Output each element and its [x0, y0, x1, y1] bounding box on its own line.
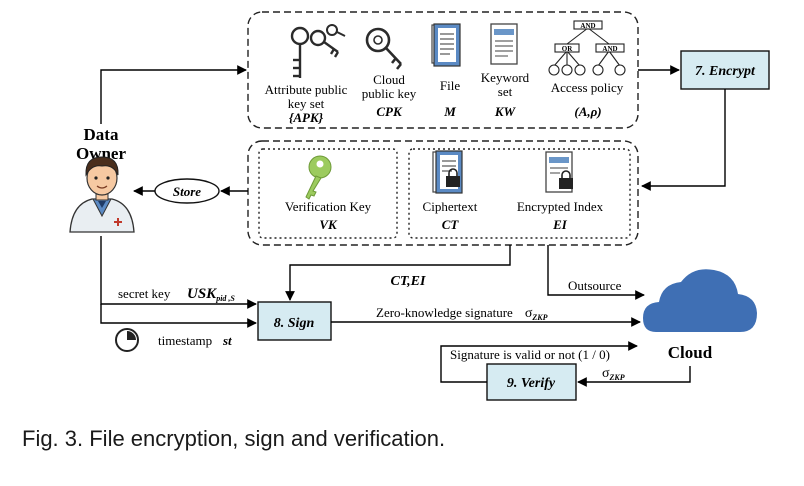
figure-caption: Fig. 3. File encryption, sign and verifi… — [22, 426, 446, 451]
policy-and-node: AND — [602, 45, 617, 53]
secret-key-label: secret key — [118, 286, 171, 301]
cloud-label: Cloud — [668, 343, 713, 362]
ciphertext-icon — [432, 150, 463, 194]
cloud-key-icon — [365, 27, 403, 70]
cloud-icon — [643, 269, 757, 332]
attribute-key-icon — [290, 24, 346, 78]
ciphertext-label: Ciphertext — [423, 199, 478, 214]
validity-label: Signature is valid or not (1 / 0) — [450, 347, 610, 362]
ct-ei-label: CT,EI — [391, 274, 426, 289]
keyword-label-1: Keyword — [481, 70, 530, 85]
ciphertext-symbol: CT — [442, 217, 460, 232]
policy-label: Access policy — [551, 80, 624, 95]
attr-key-symbol: {APK} — [289, 110, 324, 125]
doctor-avatar-icon — [69, 156, 135, 233]
attr-key-label-1: Attribute public — [265, 82, 348, 97]
file-symbol: M — [443, 104, 456, 119]
keyword-symbol: KW — [494, 104, 517, 119]
keyword-label-2: set — [498, 84, 513, 99]
verification-key-symbol: VK — [319, 217, 338, 232]
keyword-document-icon — [490, 23, 518, 65]
data-owner-label-2: Owner — [76, 144, 127, 163]
encrypt-label: 7. Encrypt — [695, 64, 756, 79]
cloud-key-label-2: public key — [362, 86, 417, 101]
secret-key-symbol: USKpid ,S — [187, 286, 235, 303]
policy-or-node: OR — [562, 45, 573, 53]
data-owner-label-1: Data — [84, 125, 119, 144]
store-label: Store — [173, 184, 201, 199]
sign-process-box[interactable] — [257, 301, 332, 341]
timestamp-label: timestamp — [158, 333, 212, 348]
cloud-key-label-1: Cloud — [373, 72, 405, 87]
cipher-subgroup — [408, 148, 631, 239]
arrow-ctei-to-sign — [285, 245, 511, 301]
file-label: File — [440, 78, 460, 93]
policy-symbol: (A,ρ) — [574, 104, 601, 119]
file-icon — [431, 23, 461, 67]
encrypted-index-symbol: EI — [552, 217, 568, 232]
timestamp-symbol: st — [222, 333, 232, 348]
arrow-timestamp — [100, 304, 257, 328]
arrow-owner-to-params — [100, 65, 247, 124]
clock-icon — [115, 328, 139, 352]
attr-key-label-2: key set — [288, 96, 325, 111]
policy-root-node: AND — [580, 22, 595, 30]
encrypted-index-label: Encrypted Index — [517, 199, 604, 214]
outputs-group — [247, 140, 639, 246]
cloud-key-symbol: CPK — [376, 104, 403, 119]
arrow-encrypt-to-outputs — [641, 89, 726, 191]
verification-key-subgroup — [258, 148, 398, 239]
arrow-validity-result — [440, 341, 638, 383]
verify-label: 9. Verify — [507, 376, 556, 391]
verification-key-icon — [305, 155, 332, 200]
arrow-cloud-to-verify — [577, 366, 691, 387]
sign-label: 8. Sign — [274, 316, 315, 331]
outsource-label: Outsource — [568, 278, 622, 293]
verification-key-label: Verification Key — [285, 199, 372, 214]
access-policy-tree — [548, 20, 626, 76]
encrypted-index-icon — [545, 151, 573, 193]
sigma-zkp-label: σZKP — [602, 366, 625, 382]
top-params-group — [247, 11, 639, 129]
arrow-outsource — [547, 245, 645, 300]
